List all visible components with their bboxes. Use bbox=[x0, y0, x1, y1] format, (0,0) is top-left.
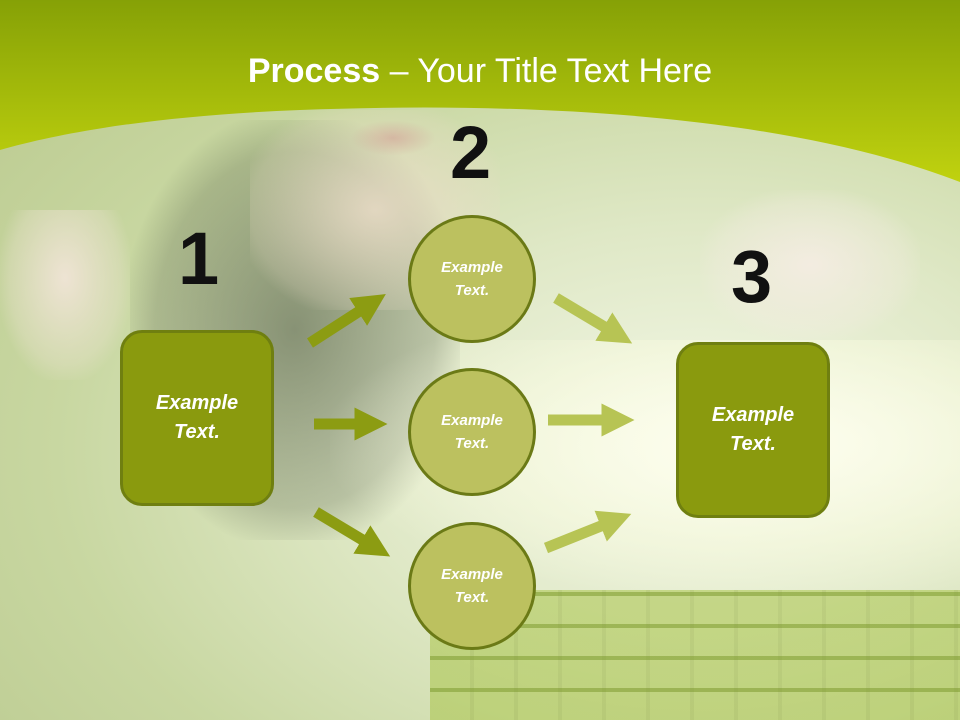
circle-bottom: Example Text. bbox=[408, 522, 536, 650]
step-3-text: Example Text. bbox=[711, 404, 795, 455]
arrow-bottom-to-3 bbox=[543, 510, 632, 554]
photo-left-hand bbox=[0, 210, 130, 380]
step-1-text: Example Text. bbox=[155, 392, 239, 443]
title-band bbox=[0, 0, 960, 182]
step-1-box: Example Text. bbox=[120, 330, 274, 506]
circle-middle-text: Example Text. bbox=[441, 412, 503, 452]
step-number-2: 2 bbox=[450, 111, 492, 194]
title-bold: Process bbox=[247, 52, 381, 90]
photo-right-hand bbox=[700, 190, 920, 340]
slide-title: Process – Your Title Text Here bbox=[0, 52, 960, 91]
arrow-1-to-top bbox=[307, 294, 386, 348]
circle-middle: Example Text. bbox=[408, 368, 536, 496]
arrow-1-to-bottom bbox=[313, 507, 391, 557]
title-rest: – Your Title Text Here bbox=[380, 52, 713, 90]
photo-lips bbox=[350, 120, 436, 156]
step-number-1: 1 bbox=[178, 217, 220, 300]
circle-bottom-text: Example Text. bbox=[441, 566, 503, 606]
arrow-top-to-3 bbox=[553, 293, 633, 344]
circle-top: Example Text. bbox=[408, 215, 536, 343]
step-3-box: Example Text. bbox=[676, 342, 830, 518]
circle-top-text: Example Text. bbox=[441, 259, 503, 299]
step-number-3: 3 bbox=[731, 235, 773, 318]
